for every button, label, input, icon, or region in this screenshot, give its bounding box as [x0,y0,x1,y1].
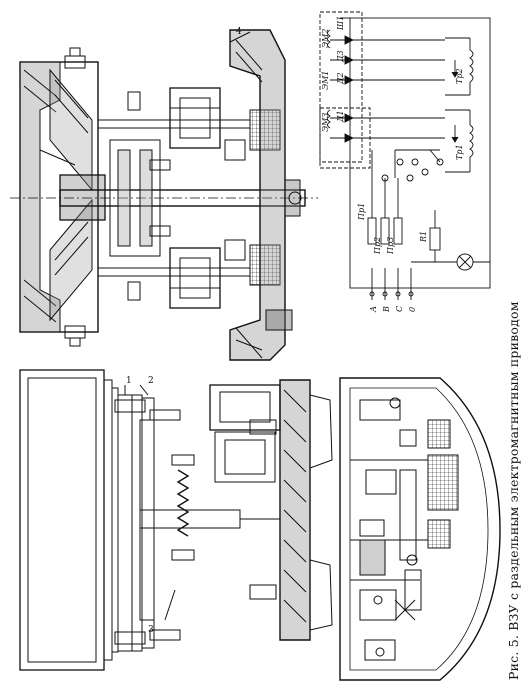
sectional-view-drawing [10,29,318,361]
part-number-2: 2 [148,376,154,386]
label-em3: ЭМ3 [321,113,330,132]
label-fuse-1: Пр1 [357,203,366,221]
figure-caption: Рис. 5. ВЗУ с раздельным электромагнитны… [506,301,521,680]
side-view-drawing [19,369,333,671]
part-number-1: 1 [126,376,132,386]
part-number-3: 3 [148,625,154,635]
label-fuse-3: Пр3 [386,237,395,255]
label-fuse-2: Пр2 [373,237,382,255]
label-d1: Д1 [336,110,345,123]
enclosure-drawing [339,377,501,681]
label-d2: Д2 [336,72,345,85]
label-shunt: Ш1 [336,16,345,31]
label-em1: ЭМ1 [321,71,330,90]
label-tr1: Тр1 [455,144,464,160]
label-em2: ЭМ2 [321,29,330,48]
part-number-4: 4 [236,27,242,37]
electrical-schematic [319,11,491,300]
label-resistor: R1 [419,231,428,243]
label-phase-0: 0 [408,307,417,312]
label-phase-c: С [395,306,404,312]
label-d3: Д3 [336,50,345,63]
label-phase-a: А [369,306,378,313]
label-phase-b: В [382,306,391,313]
label-tr2: Тр2 [455,68,464,84]
